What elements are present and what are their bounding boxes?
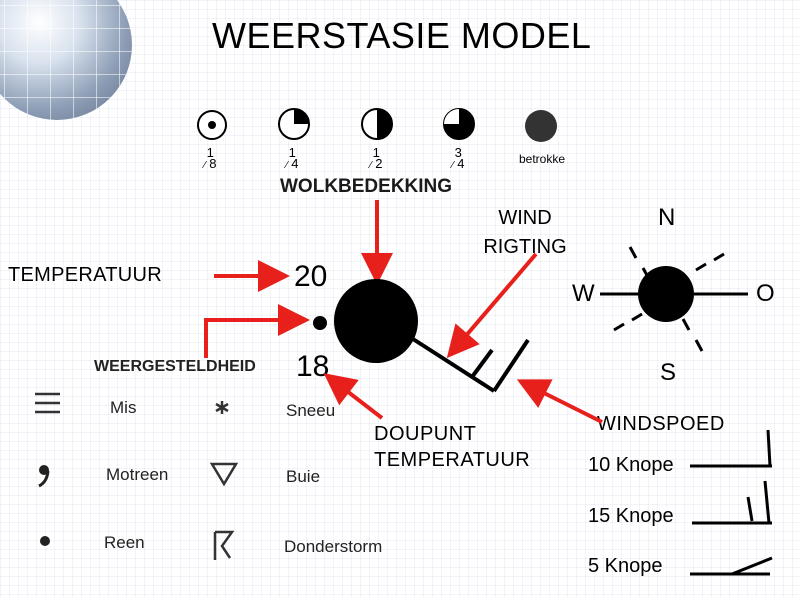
dewpoint-arrow: [323, 373, 384, 420]
wind-speed-label: WINDSPOED: [597, 413, 725, 435]
thunderstorm-icon: [213, 530, 235, 560]
compass-icon: [600, 246, 748, 352]
temperature-label: TEMPERATUUR: [8, 264, 163, 286]
cloud-fraction-3: 1 ⁄ 2: [370, 145, 383, 171]
rain-icon: [40, 536, 50, 546]
wind-barb: [411, 337, 496, 393]
weather-arrow: [204, 304, 310, 358]
fog-icon: [35, 392, 60, 414]
compass-south: S: [660, 359, 677, 386]
cloud-fraction-1: 1 ⁄ 8: [204, 145, 217, 171]
overcast-label: betrokke: [519, 152, 566, 166]
compass-east: O: [756, 280, 775, 307]
page-title: WEERSTASIE MODEL: [212, 15, 592, 56]
showers-icon: [209, 462, 239, 487]
weather-dot: [313, 316, 327, 330]
wind-barb-flag-1: [470, 348, 494, 379]
wind-speed-5: 5 Knope: [588, 555, 663, 577]
clear-sky-icon: [197, 110, 227, 140]
wind-direction-arrow: [446, 252, 538, 359]
wind-speed-15: 15 Knope: [588, 505, 674, 527]
legend-fog-label: Mis: [110, 398, 137, 417]
snow-icon: [215, 401, 229, 414]
weather-label: WEERGESTELDHEID: [94, 358, 256, 375]
cloud-fraction-2: 1 ⁄ 4: [286, 145, 299, 171]
legend-thunderstorm-label: Donderstorm: [284, 537, 383, 556]
cloud-fraction-4: 3 ⁄ 4: [452, 145, 465, 171]
overcast-icon: [525, 110, 557, 142]
three-quarter-cover-icon: [443, 108, 475, 140]
wind-speed-5-barb: [690, 556, 773, 576]
station-circle: [334, 279, 418, 363]
wind-speed-15-barb: [692, 480, 772, 525]
temperature-value: 20: [294, 260, 328, 293]
legend-showers-label: Buie: [286, 467, 321, 486]
legend-drizzle-label: Motreen: [106, 465, 169, 484]
quarter-cover-icon: [278, 108, 310, 140]
compass-north: N: [658, 204, 676, 231]
compass-west: W: [572, 280, 595, 307]
legend-rain-label: Reen: [104, 533, 145, 552]
wind-barb-flag-2: [492, 338, 530, 393]
wind-speed-10-barb: [690, 429, 772, 468]
legend-snow-label: Sneeu: [286, 401, 336, 420]
drizzle-icon: [38, 465, 50, 488]
wind-speed-arrow: [516, 379, 603, 424]
cloud-cover-label: WOLKBEDEKKING: [280, 176, 453, 197]
wind-speed-10: 10 Knope: [588, 454, 674, 476]
half-cover-icon: [361, 108, 393, 140]
